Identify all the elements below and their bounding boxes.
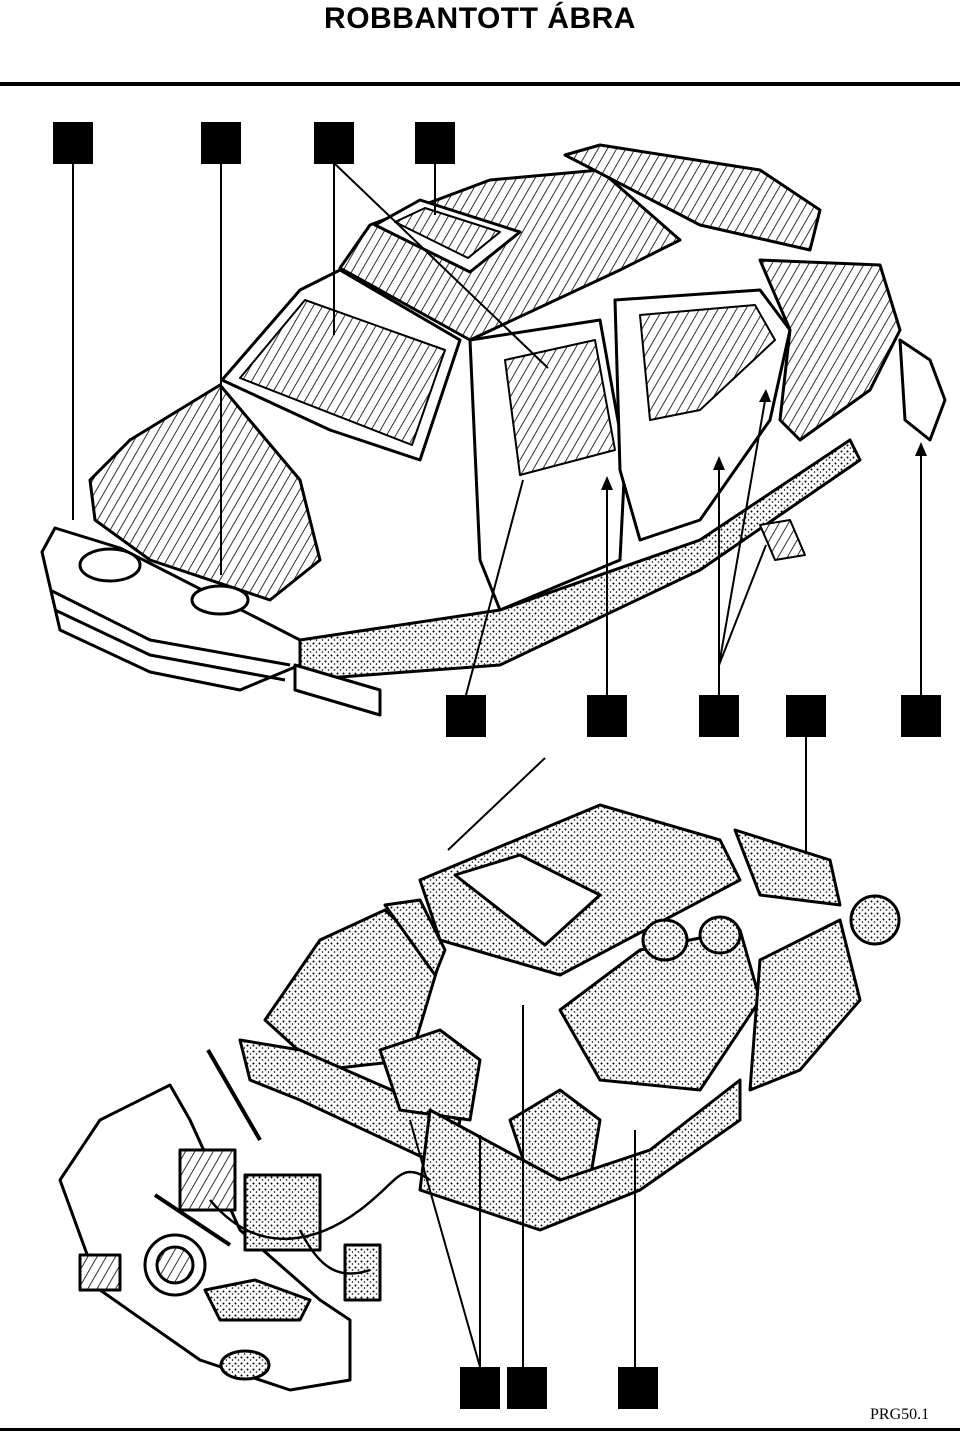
callout-box-9 <box>901 695 941 737</box>
reference-code: PRG50.1 <box>870 1406 930 1423</box>
bottom-leaders <box>409 1005 636 1368</box>
top-leaders <box>72 162 549 575</box>
callout-box-2 <box>201 122 241 164</box>
callout-box-10 <box>460 1367 500 1409</box>
callout-box-5 <box>446 695 486 737</box>
title-rule <box>0 82 960 86</box>
middle-leaders <box>447 394 922 885</box>
body-shell-drawing <box>40 143 947 717</box>
callout-box-8 <box>786 695 826 737</box>
callout-box-3 <box>314 122 354 164</box>
callout-box-11 <box>507 1367 547 1409</box>
callout-box-7 <box>699 695 739 737</box>
callout-box-6 <box>587 695 627 737</box>
callout-box-12 <box>618 1367 658 1409</box>
page-title: ROBBANTOTT ÁBRA <box>324 2 636 35</box>
callout-box-4 <box>415 122 455 164</box>
callout-box-1 <box>53 122 93 164</box>
bottom-rule <box>0 1428 960 1431</box>
interior-trim-drawing <box>58 803 901 1392</box>
